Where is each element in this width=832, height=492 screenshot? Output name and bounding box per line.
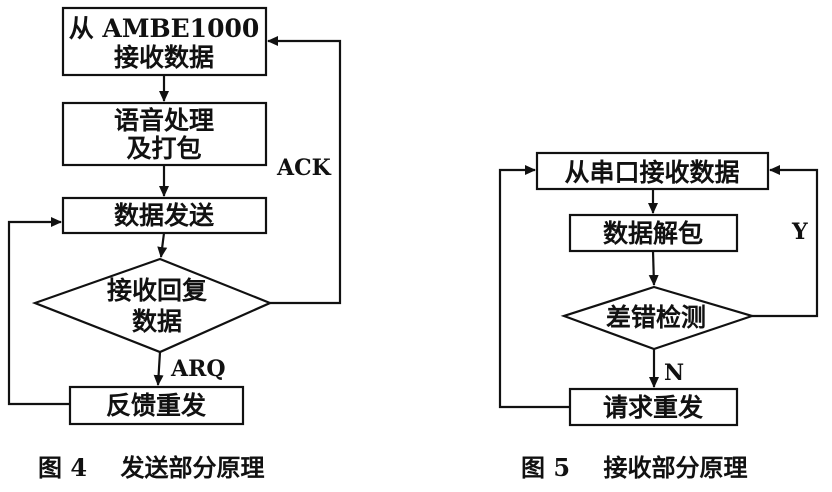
edge-label-y: Y: [791, 219, 808, 245]
node-receive-from-ambe: 从 AMBE1000 接收数据: [61, 6, 268, 77]
node-feedback-resend-label: 反馈重发: [106, 391, 206, 420]
node-request-resend: 请求重发: [568, 387, 739, 427]
node-receive-from-serial: 从串口接收数据: [535, 151, 770, 191]
edge-decision-to-resend: [153, 351, 164, 386]
edge-unpack-to-check: [648, 250, 659, 286]
decision-error-check: 差错检测: [560, 285, 756, 351]
figure-4-caption: 图 4 发送部分原理: [38, 453, 264, 482]
node-data-unpack-label: 数据解包: [603, 219, 703, 248]
edge-resend-loop: [7, 217, 70, 406]
receive-flowchart: 从串口接收数据 数据解包 差错检测 请求重发 Y N 图 5 接收部分原理: [498, 151, 819, 482]
node-voice-processing-line-2: 及打包: [126, 134, 201, 163]
node-request-resend-label: 请求重发: [603, 393, 703, 422]
node-voice-processing-line-1: 语音处理: [114, 106, 214, 135]
send-flowchart: 从 AMBE1000 接收数据 语音处理 及打包 数据发送 接收回复 数据 反馈…: [7, 6, 342, 482]
edge-request-loop: [498, 165, 570, 409]
decision-receive-reply-line-1: 接收回复: [107, 276, 208, 305]
edge-label-arq: ARQ: [170, 356, 226, 382]
node-data-send: 数据发送: [61, 196, 268, 235]
decision-error-check-label: 差错检测: [606, 303, 706, 332]
edge-ack-loop: [267, 36, 342, 305]
node-receive-from-ambe-line-1: 从 AMBE1000: [69, 14, 260, 43]
node-feedback-resend: 反馈重发: [68, 385, 245, 426]
decision-receive-reply: 接收回复 数据: [31, 257, 273, 354]
edge-send-to-decision: [157, 232, 168, 258]
decision-receive-reply-line-2: 数据: [132, 307, 182, 336]
figure-5-caption: 图 5 接收部分原理: [521, 453, 747, 482]
node-data-send-label: 数据发送: [114, 201, 214, 230]
node-receive-from-serial-label: 从串口接收数据: [564, 158, 739, 187]
edge-label-ack: ACK: [276, 155, 332, 181]
node-receive-from-ambe-line-2: 接收数据: [114, 43, 214, 72]
edge-label-n: N: [664, 360, 684, 386]
edge-y-loop: [752, 165, 819, 318]
node-data-unpack: 数据解包: [568, 213, 739, 253]
node-voice-processing: 语音处理 及打包: [61, 101, 268, 167]
